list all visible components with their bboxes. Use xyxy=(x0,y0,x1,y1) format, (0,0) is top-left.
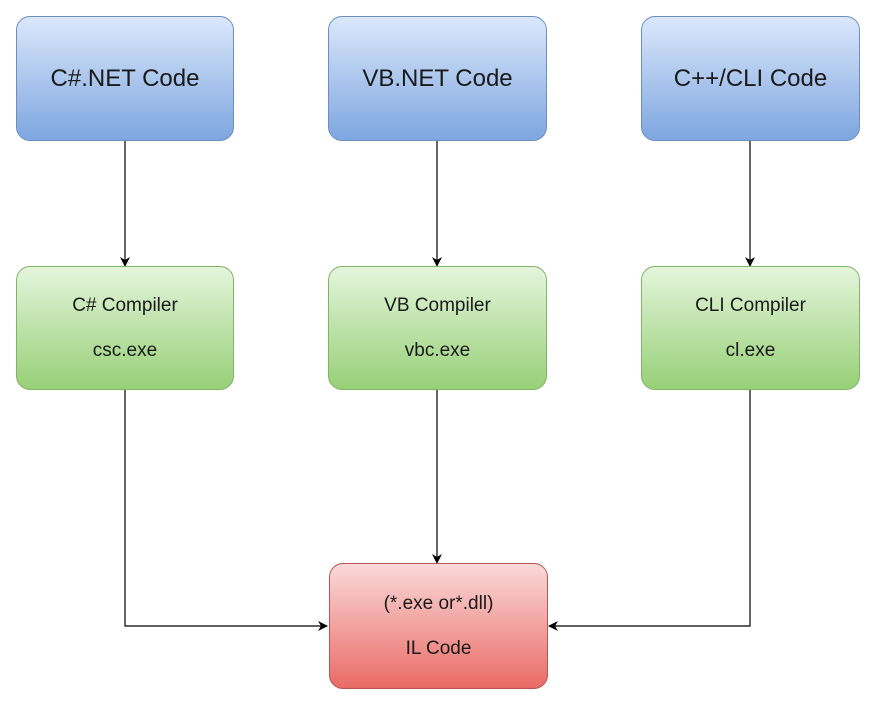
csharp-compiler-node: C# Compiler csc.exe xyxy=(16,266,234,390)
il-code-node: (*.exe or*.dll) IL Code xyxy=(329,563,548,689)
il-code-label: IL Code xyxy=(405,638,472,659)
il-code-extension-label: (*.exe or*.dll) xyxy=(383,593,494,614)
cli-compiler-node: CLI Compiler cl.exe xyxy=(641,266,860,390)
vb-compiler-exe: vbc.exe xyxy=(404,340,471,361)
csharp-code-node: C#.NET Code xyxy=(16,16,234,141)
arrow-cli-compiler-to-il xyxy=(548,390,751,631)
vb-compiler-label: VB Compiler xyxy=(384,295,491,316)
cli-code-node: C++/CLI Code xyxy=(641,16,860,141)
cli-compiler-exe: cl.exe xyxy=(725,340,776,361)
cli-compiler-label: CLI Compiler xyxy=(695,295,806,316)
arrow-csharp-compiler-to-il xyxy=(124,390,328,631)
vb-code-label: VB.NET Code xyxy=(362,64,513,92)
vb-code-node: VB.NET Code xyxy=(328,16,547,141)
cli-code-label: C++/CLI Code xyxy=(673,64,828,92)
csharp-compiler-label: C# Compiler xyxy=(72,295,178,316)
vb-compiler-node: VB Compiler vbc.exe xyxy=(328,266,547,390)
csharp-compiler-exe: csc.exe xyxy=(92,340,158,361)
csharp-code-label: C#.NET Code xyxy=(50,64,200,92)
